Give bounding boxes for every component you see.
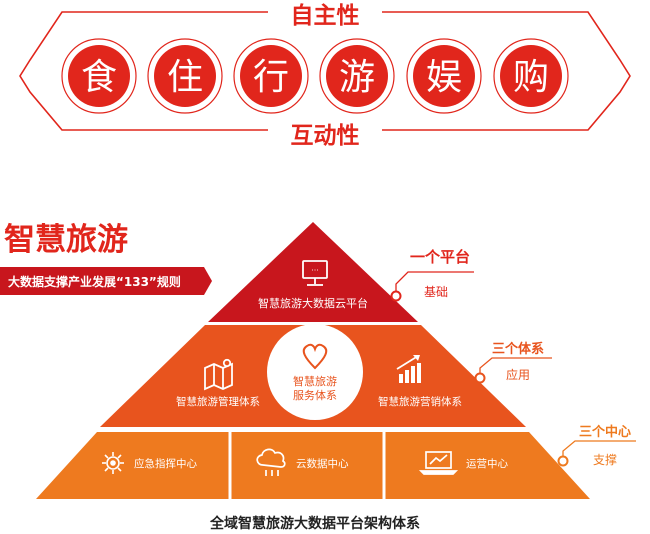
activity-circle: 行 (233, 38, 309, 114)
laptop-icon (418, 451, 459, 475)
service-circle (267, 324, 363, 420)
activity-label: 娱 (426, 57, 462, 98)
service-line-2: 服务体系 (293, 388, 337, 402)
callout-systems: 三个体系 应用 (474, 341, 552, 384)
callout-centers-title: 三个中心 (579, 424, 631, 440)
rule-ribbon (0, 267, 212, 295)
banner-title-bottom: 互动性 (291, 123, 360, 149)
command-hub-icon (102, 452, 124, 474)
banner-outline (19, 11, 631, 131)
callout-centers: 三个中心 支撑 (557, 424, 636, 467)
callout-platform: 一个平台 基础 (390, 248, 474, 302)
pyramid-top-tier (208, 222, 418, 322)
activity-label: 行 (253, 57, 289, 98)
cloud-icon (256, 448, 286, 476)
activity-label: 购 (513, 57, 549, 98)
callout-systems-sub: 应用 (506, 367, 530, 382)
callout-centers-sub: 支撑 (593, 452, 617, 467)
activity-circle: 娱 (406, 38, 482, 114)
activity-circle: 食 (61, 38, 137, 114)
activity-circle: 购 (493, 38, 569, 114)
activity-circle: 住 (147, 38, 223, 114)
management-system-label: 智慧旅游管理体系 (176, 395, 260, 408)
activity-circle: 游 (319, 38, 395, 114)
svg-text:···: ··· (311, 266, 319, 275)
brand-title: 智慧旅游 (4, 222, 128, 258)
pyramid-bottom-tier (36, 432, 590, 499)
callout-platform-sub: 基础 (424, 285, 448, 299)
operations-center-label: 运营中心 (466, 457, 508, 470)
data-center-label: 云数据中心 (296, 457, 349, 470)
heart-icon (302, 343, 328, 370)
callout-systems-title: 三个体系 (492, 341, 544, 357)
map-icon (204, 358, 233, 391)
activity-label: 住 (167, 57, 203, 98)
growth-chart-icon (396, 355, 421, 383)
activity-label: 游 (339, 57, 375, 98)
marketing-system-label: 智慧旅游营销体系 (378, 395, 462, 408)
diagram-caption: 全域智慧旅游大数据平台架构体系 (209, 515, 420, 532)
banner-title-top: 自主性 (291, 2, 360, 29)
command-center-label: 应急指挥中心 (134, 457, 197, 470)
platform-label: 智慧旅游大数据云平台 (258, 296, 368, 310)
rule-label: 大数据支撑产业发展“133”规则 (8, 274, 181, 289)
monitor-icon (302, 260, 328, 286)
activity-label: 食 (81, 57, 117, 98)
service-line-1: 智慧旅游 (293, 374, 337, 388)
callout-platform-title: 一个平台 (410, 248, 470, 266)
